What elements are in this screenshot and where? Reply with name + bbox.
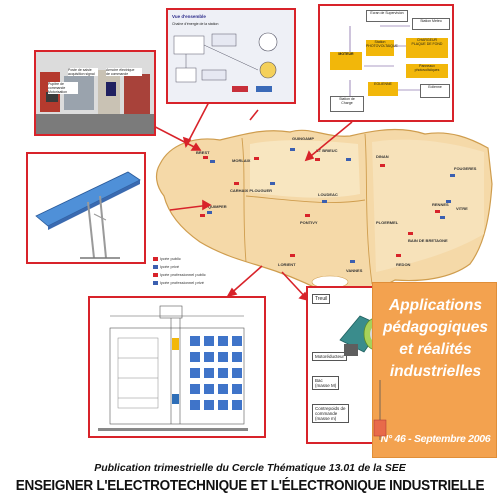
screen-panel-supervision: Vue d'ensemble Chaîne d'énergie de la st… [166,8,296,104]
winch-label-bac: Bac (masse M) [312,376,340,390]
photo-label-armoire: Armoire électrique de commande [106,68,142,76]
map-svg: BREST QUIMPER MORLAIX GUINGAMP ST BRIEUC… [155,128,493,296]
legend-item-private: lycée privé [153,264,179,269]
block-panneaux: Panneaux photovoltaïques [406,64,448,78]
city-lorient: LORIENT [278,262,296,267]
legend-swatch [153,256,158,261]
block-diagram-panel: Ecran de Supervision Station Meteo MOTEU… [318,4,454,122]
block-eolienne: Eolienne [420,84,450,98]
city-fougeres: FOUGERES [454,166,477,171]
building-windows [190,336,242,410]
solar-panel-svg [28,154,144,262]
block-station-pv: Station PHOTOVOLTAIQUE [366,40,398,56]
brittany-map: BREST QUIMPER MORLAIX GUINGAMP ST BRIEUC… [150,104,495,314]
city-bain: BAIN DE BRETAGNE [408,238,448,243]
legend-swatch [153,264,158,269]
legend-swatch [153,280,158,285]
legend-swatch [153,272,158,277]
main-title: ENSEIGNER L'ELECTROTECHNIQUE ET L'ÉLECTR… [15,478,485,494]
winch-cable-sketch [373,380,387,440]
photo-label-pupitre: Pupitre de commande Motorisation [48,82,78,94]
panel-title: Applications pédagogiques et réalités in… [382,297,489,380]
block-station-charge: Station de Charge [330,96,364,112]
legend-label: lycée public [160,256,181,261]
legend-label: lycée professionnel privé [160,280,205,285]
legend-item-pro-public: lycée professionnel public [153,272,206,277]
city-vitre: VITRE [456,206,468,211]
city-guingamp: GUINGAMP [292,136,314,141]
city-redon: REDON [396,262,411,267]
publication-line: Publication trimestrielle du Cercle Thém… [94,462,406,474]
block-meteo: Station Meteo [412,18,450,30]
solar-panel-render [26,152,146,264]
title-panel: Applications pédagogiques et réalités in… [372,282,497,458]
screen-schematic [173,32,278,92]
photo-panel-bench: Poste de saisie acquisition signal Armoi… [34,50,156,136]
legend-item-pro-private: lycée professionnel privé [153,280,204,285]
dept-cotes-armor [250,140,360,198]
technical-drawing-svg [90,298,264,436]
screen-subtitle: Chaîne d'énergie de la station [172,22,219,26]
legend-label: lycée privé [160,264,180,269]
city-markers [200,148,455,263]
legend-item-public: lycée public [153,256,181,261]
city-morlaix: MORLAIX [232,158,251,163]
dept-border-finistere [241,137,247,263]
winch-label-motoreducteur: Motoréducteur [312,352,348,361]
city-vannes: VANNES [346,268,363,273]
city-quimper: QUIMPER [208,204,227,209]
dept-border-east [364,133,373,285]
block-moteur: MOTEUR [330,52,362,70]
dept-ille-vilaine [372,139,484,272]
dept-border-north [245,195,366,203]
winch-label-contrepoids: Contrepoids de commande (masse m) [312,404,349,423]
city-carhaix: CARHAIX PLOUGUER [230,188,272,193]
winch-label-treuil: Treuil [312,294,331,304]
city-dinan: DINAN [376,154,389,159]
issue-number: N° 46 - Septembre 2006 [380,433,491,445]
city-rennes: RENNES [432,202,449,207]
city-pontivy: PONTIVY [300,220,318,225]
winch-diagram-panel: Treuil Motoréducteur Bac (masse M) Contr… [306,286,380,444]
screen-bg [168,10,294,102]
photo-label-acquisition: Poste de saisie acquisition signal [68,68,98,76]
city-ploermel: PLOERMEL [376,220,399,225]
city-loudeac: LOUDEAC [318,192,338,197]
block-supervision: Ecran de Supervision [366,10,408,22]
city-brest: BREST [196,150,210,155]
block-chargeur: CHARGEUR PLAQUE DE FOND [406,38,448,58]
legend-label: lycée professionnel public [160,272,206,277]
technical-drawing-panel [88,296,266,438]
city-stbrieuc: ST BRIEUC [316,148,338,153]
block-eolienne-main: EOLIENNE [368,82,398,96]
screen-title: Vue d'ensemble [172,14,206,19]
